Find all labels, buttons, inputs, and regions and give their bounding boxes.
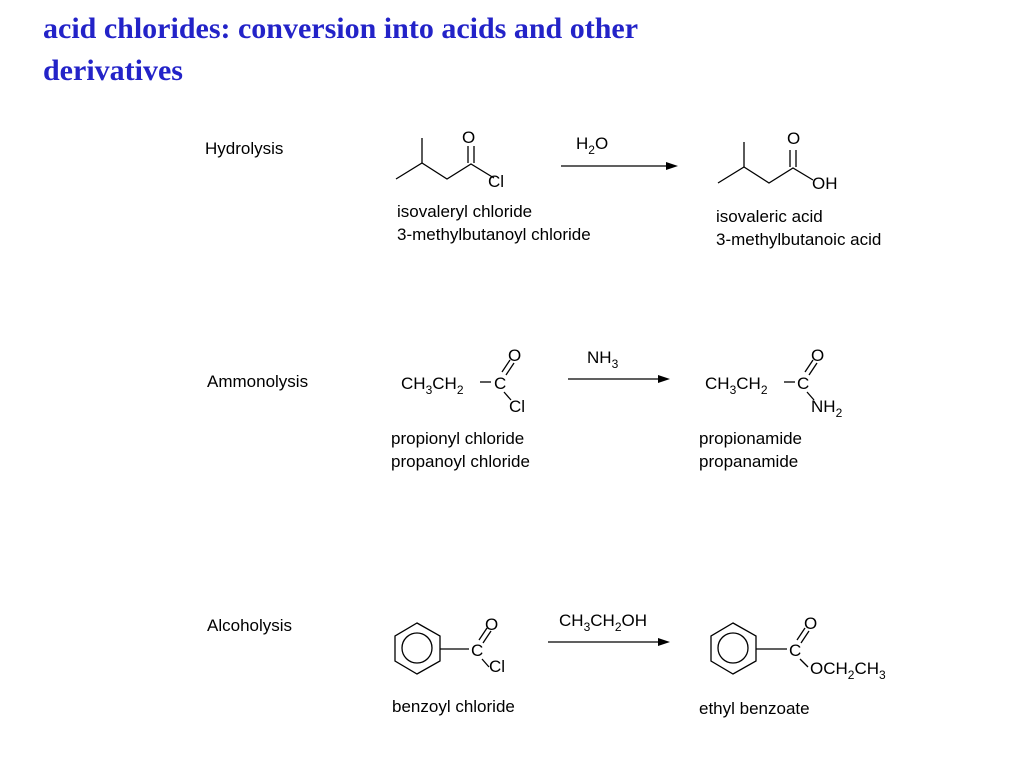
carbonyl-carbon: C [789,641,801,660]
oxygen-atom: O [787,129,800,148]
aromatic-circle [717,632,749,664]
oxygen-atom: O [811,346,824,365]
oxygen-atom: O [508,346,521,365]
benzoyl-chloride-structure: C O Cl [394,615,505,676]
isovaleryl-chloride-structure: O Cl [395,128,504,191]
carbonyl-carbon: C [494,374,506,393]
ethyl-group: CH3CH2 [401,374,464,397]
hydrolysis-row: Hydrolysis O Cl isovaleryl chloride 3-me… [205,128,881,249]
title-line-1: acid chlorides: conversion into acids an… [43,12,639,45]
reaction-type-label: Hydrolysis [205,139,283,158]
reactant-common-name: propionyl chloride [391,429,524,448]
reagent-ethanol: CH3CH2OH [559,611,647,634]
oxygen-atom: O [485,615,498,634]
reagent-water: H2O [576,134,608,157]
reaction-type-label: Alcoholysis [207,616,292,635]
title-line-2: derivatives [43,54,183,87]
propionyl-chloride-structure: CH3CH2 C O Cl [401,346,525,416]
ethoxy-group: OCH2CH3 [810,659,886,682]
isovaleric-acid-structure: O OH [717,129,838,193]
product-common-name: propionamide [699,429,802,448]
ethyl-group: CH3CH2 [705,374,768,397]
reactant-iupac-name: 3-methylbutanoyl chloride [397,225,591,244]
reaction-arrow [561,162,678,170]
ethyl-benzoate-structure: C O OCH2CH3 [710,614,886,682]
carbonyl-carbon: C [797,374,809,393]
reactant-common-name: benzoyl chloride [392,697,515,716]
product-iupac-name: 3-methylbutanoic acid [716,230,881,249]
reactant-common-name: isovaleryl chloride [397,202,532,221]
ammonolysis-row: Ammonolysis CH3CH2 C O Cl propionyl chlo… [207,346,843,471]
chlorine-atom: Cl [488,172,504,191]
product-common-name: isovaleric acid [716,207,823,226]
propionamide-structure: CH3CH2 C O NH2 [705,346,843,420]
reaction-arrow [568,375,670,383]
amino-group: NH2 [811,397,843,420]
reaction-arrow [548,638,670,646]
slide-title: acid chlorides: conversion into acids an… [43,8,763,92]
aromatic-circle [401,632,433,664]
oxygen-atom: O [462,128,475,147]
reagent-ammonia: NH3 [587,348,619,371]
oxygen-atom: O [804,614,817,633]
alcoholysis-row: Alcoholysis C O Cl benzoyl chloride CH3C… [207,611,886,718]
reactant-iupac-name: propanoyl chloride [391,452,530,471]
chlorine-atom: Cl [509,397,525,416]
reaction-type-label: Ammonolysis [207,372,308,391]
carbonyl-carbon: C [471,641,483,660]
product-iupac-name: propanamide [699,452,798,471]
benzene-ring [394,622,441,675]
hydroxyl-group: OH [812,174,838,193]
product-common-name: ethyl benzoate [699,699,810,718]
chlorine-atom: Cl [489,657,505,676]
benzene-ring [710,622,757,675]
